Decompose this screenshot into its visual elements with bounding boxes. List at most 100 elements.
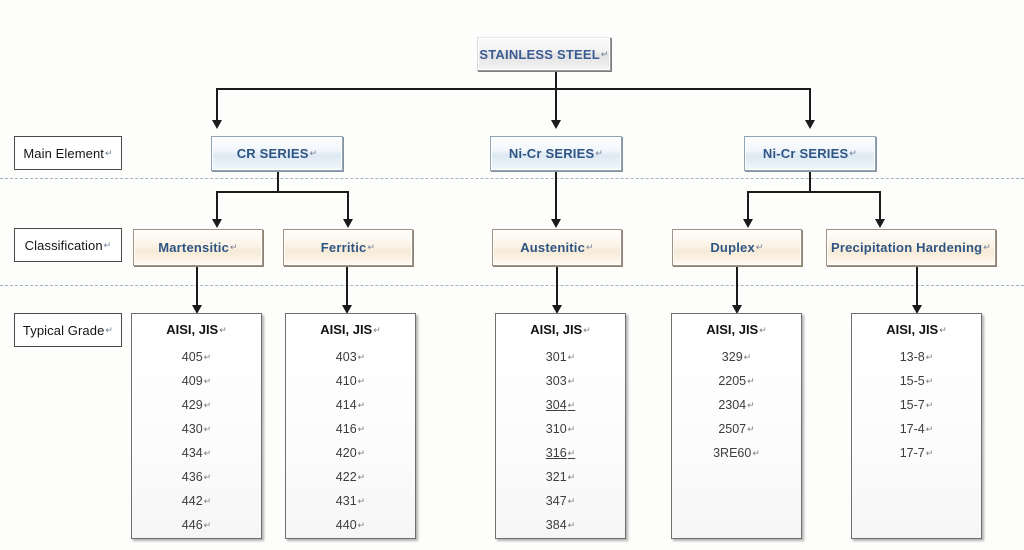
grade-item: 301↵ bbox=[496, 345, 625, 369]
pilcrow-mark: ↵ bbox=[925, 448, 934, 458]
grade-item: 410↵ bbox=[286, 369, 415, 393]
grade-value: 2205 bbox=[718, 374, 747, 388]
grade-item: 2507↵ bbox=[672, 417, 801, 441]
grade-header: AISI, JIS↵ bbox=[132, 321, 261, 339]
connector-root-bus bbox=[216, 88, 811, 90]
arrow-nicr2-to-duplex bbox=[743, 219, 753, 228]
grade-item: 304↵ bbox=[496, 393, 625, 417]
grade-value: 301 bbox=[545, 350, 567, 364]
grade-value: 431 bbox=[335, 494, 357, 508]
grade-value: 384 bbox=[545, 518, 567, 532]
node-ferritic-label: Ferritic bbox=[320, 240, 367, 255]
node-stainless-steel[interactable]: STAINLESS STEEL↵ bbox=[477, 37, 611, 71]
node-martensitic[interactable]: Martensitic↵ bbox=[133, 229, 263, 266]
pilcrow-mark: ↵ bbox=[103, 239, 112, 250]
grade-header: AISI, JIS↵ bbox=[286, 321, 415, 339]
pilcrow-mark: ↵ bbox=[567, 376, 576, 386]
connector-root-to-cr bbox=[216, 88, 218, 122]
node-duplex[interactable]: Duplex↵ bbox=[672, 229, 802, 266]
connector-nicr2-to-ph bbox=[879, 191, 881, 222]
connector-root-to-nicr1 bbox=[555, 88, 557, 122]
grade-value: 409 bbox=[181, 374, 203, 388]
grade-value: 446 bbox=[181, 518, 203, 532]
arrow-austenitic-to-grades bbox=[552, 305, 562, 314]
grade-item: 414↵ bbox=[286, 393, 415, 417]
pilcrow-mark: ↵ bbox=[567, 448, 576, 458]
pilcrow-mark: ↵ bbox=[357, 400, 366, 410]
node-ferritic[interactable]: Ferritic↵ bbox=[283, 229, 413, 266]
grade-item: 416↵ bbox=[286, 417, 415, 441]
grade-value: 15-7 bbox=[899, 398, 925, 412]
connector-nicr2-to-duplex bbox=[747, 191, 749, 222]
node-precipitation-hardening[interactable]: Precipitation Hardening↵ bbox=[826, 229, 996, 266]
pilcrow-mark: ↵ bbox=[939, 325, 947, 335]
node-austenitic[interactable]: Austenitic↵ bbox=[492, 229, 622, 266]
grade-item: 429↵ bbox=[132, 393, 261, 417]
pilcrow-mark: ↵ bbox=[230, 242, 238, 252]
grade-value: 430 bbox=[181, 422, 203, 436]
separator-classification bbox=[0, 285, 1024, 286]
grade-header-text: AISI, JIS bbox=[706, 322, 759, 337]
grade-header-text: AISI, JIS bbox=[530, 322, 583, 337]
node-ni-cr-series-2[interactable]: Ni-Cr SERIES↵ bbox=[744, 136, 876, 171]
arrow-root-to-nicr1 bbox=[551, 120, 561, 129]
pilcrow-mark: ↵ bbox=[583, 325, 591, 335]
grade-value: 405 bbox=[181, 350, 203, 364]
grade-item: 13-8↵ bbox=[852, 345, 981, 369]
grade-item: 422↵ bbox=[286, 465, 415, 489]
grade-item: 15-7↵ bbox=[852, 393, 981, 417]
grade-value: 440 bbox=[335, 518, 357, 532]
grade-value: 434 bbox=[181, 446, 203, 460]
grade-value: 17-7 bbox=[899, 446, 925, 460]
arrow-martensitic-to-grades bbox=[192, 305, 202, 314]
grade-value: 321 bbox=[545, 470, 567, 484]
connector-nicr2-bus bbox=[747, 191, 881, 193]
pilcrow-mark: ↵ bbox=[219, 325, 227, 335]
pilcrow-mark: ↵ bbox=[357, 448, 366, 458]
grade-item: 403↵ bbox=[286, 345, 415, 369]
pilcrow-mark: ↵ bbox=[752, 448, 760, 458]
grade-list: 13-8↵15-5↵15-7↵ 17-4 ↵17-7↵ bbox=[852, 345, 981, 465]
grade-item: 17-7↵ bbox=[852, 441, 981, 465]
node-cr-series[interactable]: CR SERIES↵ bbox=[211, 136, 343, 171]
grade-value: 410 bbox=[335, 374, 357, 388]
grade-value: 420 bbox=[335, 446, 357, 460]
pilcrow-mark: ↵ bbox=[567, 520, 576, 530]
pilcrow-mark: ↵ bbox=[567, 496, 576, 506]
grade-item: 420↵ bbox=[286, 441, 415, 465]
pilcrow-mark: ↵ bbox=[373, 325, 381, 335]
grade-value: 403 bbox=[335, 350, 357, 364]
grade-item: 347↵ bbox=[496, 489, 625, 513]
grade-value: 442 bbox=[181, 494, 203, 508]
connector-ferritic-to-grades bbox=[346, 266, 348, 308]
connector-ph-to-grades bbox=[916, 266, 918, 308]
connector-root-to-nicr2 bbox=[809, 88, 811, 122]
pilcrow-mark: ↵ bbox=[357, 472, 366, 482]
grade-value: 416 bbox=[335, 422, 357, 436]
grade-item: 321↵ bbox=[496, 465, 625, 489]
grade-value: 422 bbox=[335, 470, 357, 484]
grade-value: 17-4 bbox=[899, 422, 925, 436]
grade-value: 304 bbox=[545, 398, 567, 412]
grade-item: 409↵ bbox=[132, 369, 261, 393]
grade-item: 436↵ bbox=[132, 465, 261, 489]
grade-value: 429 bbox=[181, 398, 203, 412]
grade-value: 310 bbox=[545, 422, 567, 436]
grade-item: 434↵ bbox=[132, 441, 261, 465]
grade-value: 2507 bbox=[718, 422, 747, 436]
connector-cr-bus bbox=[216, 191, 349, 193]
pilcrow-mark: ↵ bbox=[357, 376, 366, 386]
arrow-nicr2-to-ph bbox=[875, 219, 885, 228]
grades-ferritic: AISI, JIS↵ 403↵410↵414↵416↵420↵422↵431↵4… bbox=[285, 313, 416, 539]
arrow-nicr1-to-austenitic bbox=[551, 219, 561, 228]
grade-value: 2304 bbox=[718, 398, 747, 412]
node-ni-cr-series-1[interactable]: Ni-Cr SERIES↵ bbox=[490, 136, 622, 171]
grade-item: 15-5↵ bbox=[852, 369, 981, 393]
arrow-duplex-to-grades bbox=[732, 305, 742, 314]
arrow-cr-to-ferritic bbox=[343, 219, 353, 228]
row-label-typical-grade-text: Typical Grade bbox=[22, 322, 105, 338]
arrow-ph-to-grades bbox=[912, 305, 922, 314]
grade-value: 303 bbox=[545, 374, 567, 388]
grade-item: 440↵ bbox=[286, 513, 415, 537]
row-label-typical-grade: Typical Grade↵ bbox=[14, 313, 122, 347]
